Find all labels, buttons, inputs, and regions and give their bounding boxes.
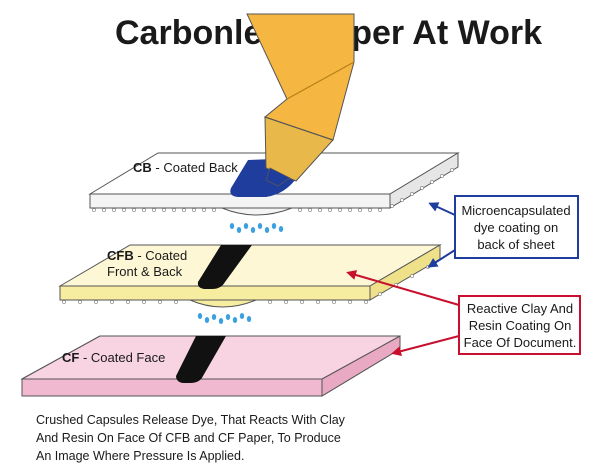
cb-label: CB - Coated Back xyxy=(133,160,238,175)
cfb-dye-droplets xyxy=(197,313,252,324)
arrow-to-cb-capsules xyxy=(428,202,456,216)
microencapsulated-line-2: dye coating on xyxy=(474,220,559,235)
pen-icon xyxy=(230,13,355,197)
caption: Crushed Capsules Release Dye, That React… xyxy=(36,413,346,463)
caption-line-3: An Image Where Pressure Is Applied. xyxy=(36,449,244,463)
caption-line-2: And Resin On Face Of CFB and CF Paper, T… xyxy=(36,431,341,445)
cb-capsule-beads xyxy=(92,168,454,212)
microencapsulated-line-3: back of sheet xyxy=(477,237,555,252)
cfb-label-line2: Front & Back xyxy=(107,264,183,279)
cf-sheet: CF - Coated Face xyxy=(20,335,401,397)
reactive-clay-callout: Reactive Clay And Resin Coating On Face … xyxy=(346,270,581,357)
cfb-label: CFB - Coated xyxy=(107,248,187,263)
microencapsulated-callout: Microencapsulated dye coating on back of… xyxy=(427,195,579,268)
cfb-sheet: CFB - Coated Front & Back xyxy=(58,244,442,308)
cb-dye-droplets xyxy=(229,223,284,233)
arrow-to-cfb-face xyxy=(346,270,460,306)
cf-ink-mark xyxy=(176,336,226,383)
caption-line-1: Crushed Capsules Release Dye, That React… xyxy=(36,413,346,427)
reactive-line-2: Resin Coating On xyxy=(469,318,572,333)
arrow-to-cfb-capsules xyxy=(427,249,456,268)
cfb-ink-mark xyxy=(197,245,252,289)
reactive-line-1: Reactive Clay And xyxy=(467,301,573,316)
cf-label: CF - Coated Face xyxy=(62,350,165,365)
reactive-line-3: Face Of Document. xyxy=(464,335,577,350)
cfb-capsule-beads xyxy=(62,265,430,304)
microencapsulated-line-1: Microencapsulated xyxy=(461,203,570,218)
arrow-to-cf-face xyxy=(391,335,460,357)
